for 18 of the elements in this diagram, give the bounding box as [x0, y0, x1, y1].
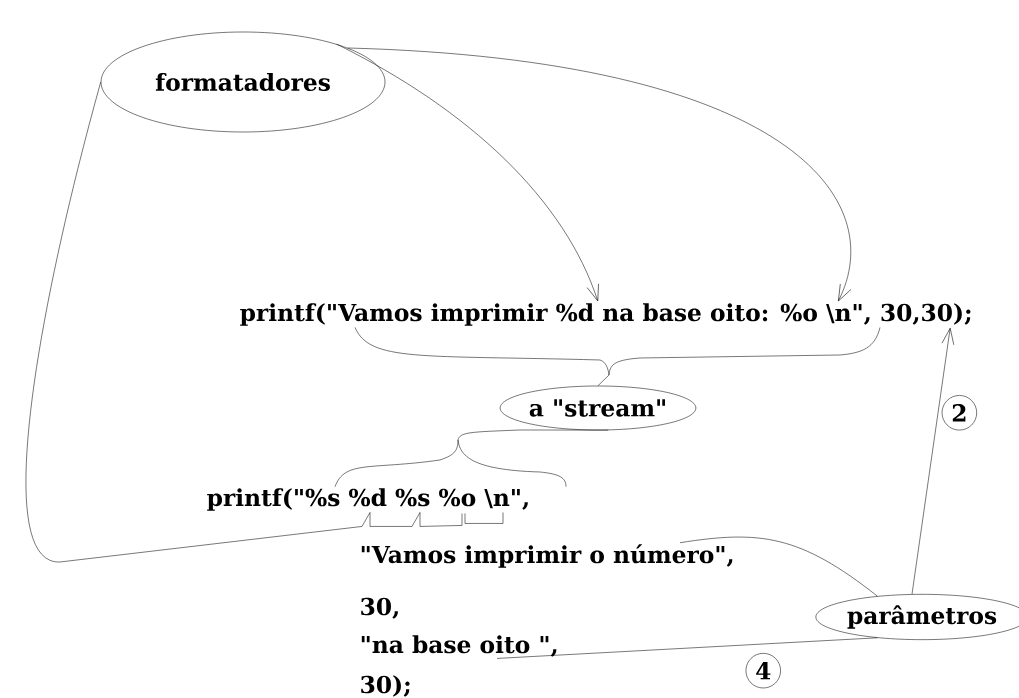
code-line: "Vamos imprimir o número", [361, 544, 733, 568]
edge-label: 4 [745, 653, 781, 689]
arrow [911, 327, 955, 595]
ellipse-label: formatadores [100, 31, 386, 133]
code-line: printf("Vamos imprimir %d na base oito: %o \n", 30,30); [240, 303, 971, 326]
arrow [347, 47, 852, 302]
code-line: "na base oito ", [361, 635, 557, 657]
code-line: printf("%s %d %s %o \n", [207, 488, 528, 511]
arrow [336, 43, 599, 302]
edge-label: 2 [941, 395, 977, 431]
code-line: 30); [361, 675, 410, 697]
connector-line [679, 536, 878, 597]
code-line: 30, [361, 597, 398, 619]
brace [334, 429, 609, 487]
ellipse-label: a "stream" [499, 385, 697, 431]
ellipse-label: parâmetros [815, 594, 1019, 640]
brace [354, 327, 881, 386]
connector-line [496, 637, 878, 659]
